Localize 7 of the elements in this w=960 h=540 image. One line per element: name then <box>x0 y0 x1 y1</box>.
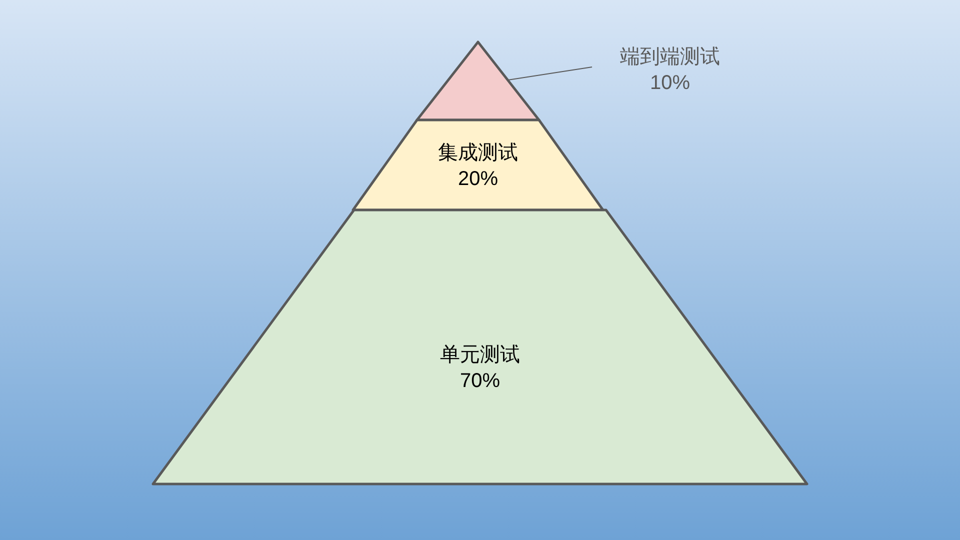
percentage-label: 20% <box>458 167 498 192</box>
tier-label: 单元测试 <box>440 343 520 368</box>
tier-label: 端到端测试 <box>620 45 720 70</box>
leader-line <box>508 66 592 80</box>
percentage-label: 10% <box>650 71 690 96</box>
tier-label: 集成测试 <box>438 141 518 166</box>
percentage-label: 70% <box>460 369 500 394</box>
